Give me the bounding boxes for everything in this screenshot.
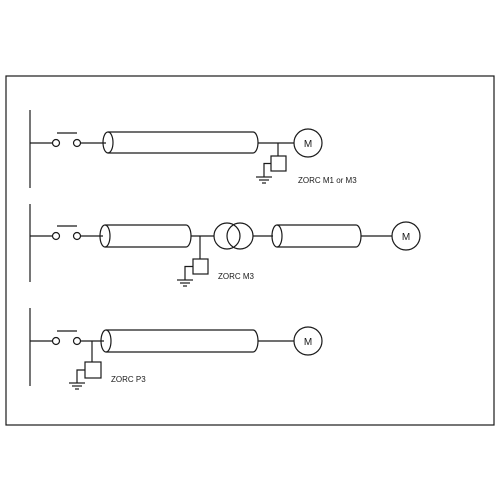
- device-label: ZORC P3: [111, 375, 146, 384]
- cable-segment: [100, 329, 259, 353]
- circuit-middle: M ZORC M3: [29, 204, 421, 287]
- motor: M: [293, 326, 323, 356]
- motor: M: [293, 128, 323, 158]
- device-label: ZORC M3: [218, 272, 255, 281]
- cable-segment: [99, 224, 192, 248]
- motor-label: M: [304, 337, 312, 348]
- motor: M: [391, 221, 421, 251]
- cable-segment: [271, 224, 362, 248]
- motor-label: M: [304, 139, 312, 150]
- transformer: [213, 222, 254, 250]
- diagram-frame: [5, 75, 495, 426]
- circuit-top: M ZORC M1 or M3: [29, 110, 357, 188]
- cable-segment: [102, 131, 259, 154]
- motor-circle: [391, 221, 421, 251]
- switch-contact: [51, 330, 82, 346]
- switch-contact: [51, 225, 82, 241]
- zorc-box: [192, 258, 209, 275]
- zorc-device: [256, 143, 287, 184]
- device-label: ZORC M1 or M3: [298, 176, 357, 185]
- zorc-box: [84, 361, 102, 379]
- zorc-device: [177, 236, 209, 287]
- motor-circle: [293, 128, 323, 158]
- motor-circle: [293, 326, 323, 356]
- switch-contact: [51, 132, 82, 148]
- motor-label: M: [402, 232, 410, 243]
- circuit-bottom: M ZORC P3: [29, 308, 323, 390]
- zorc-box: [270, 155, 287, 172]
- zorc-device: [69, 341, 102, 390]
